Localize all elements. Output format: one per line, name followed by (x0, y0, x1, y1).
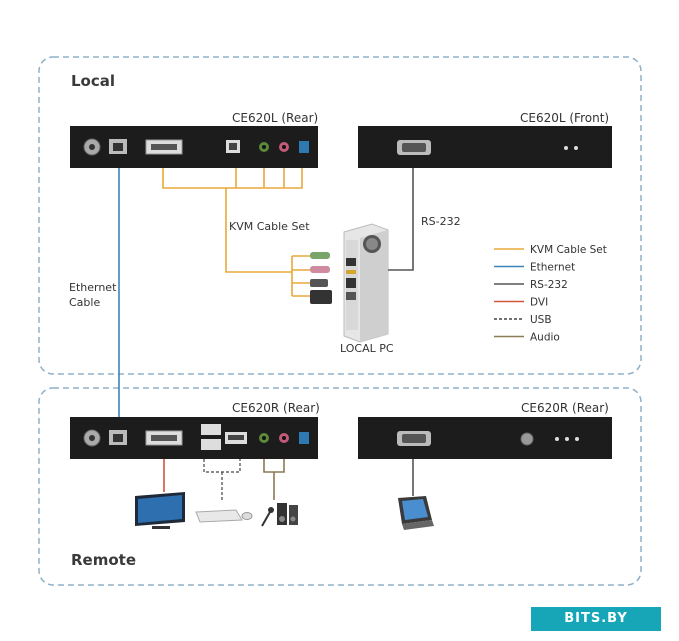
led-icon (564, 146, 568, 150)
speakers-microphone-icon (261, 503, 298, 527)
local-pc-icon (343, 223, 389, 343)
monitor-icon (135, 492, 185, 529)
dip-switch-icon (299, 432, 309, 444)
legend-label: DVI (530, 297, 548, 309)
legend-label: Ethernet (530, 262, 575, 274)
ethernet-label-line1: Ethernet (69, 281, 117, 294)
ethernet-label-line2: Cable (69, 296, 100, 309)
ce620r-rear-left-label: CE620R (Rear) (232, 401, 320, 415)
legend-label: Audio (530, 332, 560, 344)
ce620r-rear-right-device (358, 417, 612, 459)
ce620l-front-label: CE620L (Front) (520, 111, 609, 125)
ce620l-front-device (358, 126, 612, 168)
ce620l-rear-device (70, 126, 318, 168)
touchscreen-icon (398, 496, 434, 530)
ce620l-rear-label: CE620L (Rear) (232, 111, 318, 125)
remote-region (38, 387, 642, 586)
local-region-title: Local (71, 72, 115, 90)
kvm-cable-lines (162, 168, 310, 297)
dip-switch-icon (299, 141, 309, 153)
keyboard-mouse-icon (195, 509, 253, 523)
kvm-connectors-icon (310, 252, 332, 304)
legend-label: KVM Cable Set (530, 244, 607, 256)
button-icon (520, 432, 534, 446)
legend-label: RS-232 (530, 279, 568, 291)
audio-lines-remote (263, 459, 285, 500)
usb-a-port-icon (201, 424, 221, 435)
local-pc-label: LOCAL PC (340, 342, 394, 355)
watermark-badge: BITS.BY (531, 607, 661, 631)
rs232-label: RS-232 (421, 215, 461, 228)
usb-lines-remote (203, 459, 241, 500)
ce620r-rear-left-device (70, 417, 318, 459)
remote-region-title: Remote (71, 551, 136, 569)
rs232-line-local (388, 168, 414, 271)
kvm-cable-set-label: KVM Cable Set (229, 220, 310, 233)
ce620r-rear-right-label: CE620R (Rear) (521, 401, 609, 415)
legend-label: USB (530, 314, 552, 326)
local-region (38, 56, 642, 375)
led-icon (555, 437, 559, 441)
